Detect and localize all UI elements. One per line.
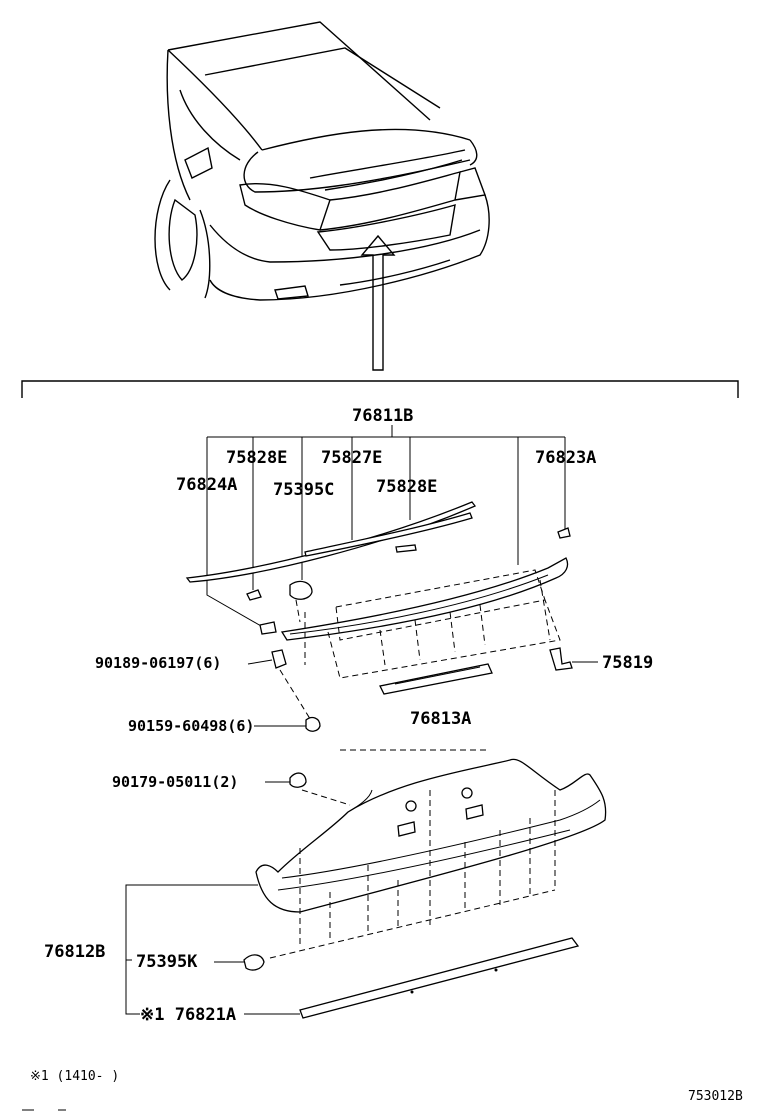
footnote: ※1 (1410- ) bbox=[30, 1069, 119, 1084]
label-75828e-right[interactable]: 75828E bbox=[376, 477, 437, 497]
diagram-code: 753012B bbox=[688, 1089, 743, 1104]
label-90179-05011[interactable]: 90179-05011(2) bbox=[112, 773, 238, 791]
label-75828e-left[interactable]: 75828E bbox=[226, 448, 287, 468]
group-bracket bbox=[21, 380, 739, 398]
bumper-assembly bbox=[125, 749, 607, 1019]
label-76821a[interactable]: ※1 76821A bbox=[140, 1005, 236, 1025]
label-76813a[interactable]: 76813A bbox=[410, 709, 471, 729]
label-76812b[interactable]: 76812B bbox=[44, 942, 105, 962]
clip-75828e-right bbox=[395, 544, 417, 553]
car-rear-illustration bbox=[154, 21, 490, 371]
label-75819[interactable]: 75819 bbox=[602, 653, 653, 673]
label-75395c[interactable]: 75395C bbox=[273, 480, 334, 500]
label-90189-06197[interactable]: 90189-06197(6) bbox=[95, 654, 221, 672]
label-76823a[interactable]: 76823A bbox=[535, 448, 596, 468]
label-90159-60498[interactable]: 90159-60498(6) bbox=[128, 717, 254, 735]
label-75827e[interactable]: 75827E bbox=[321, 448, 382, 468]
label-76811b[interactable]: 76811B bbox=[352, 406, 413, 426]
label-75395k[interactable]: 75395K bbox=[136, 952, 198, 972]
label-76824a[interactable]: 76824A bbox=[176, 475, 237, 495]
garnish-assembly bbox=[185, 425, 573, 732]
